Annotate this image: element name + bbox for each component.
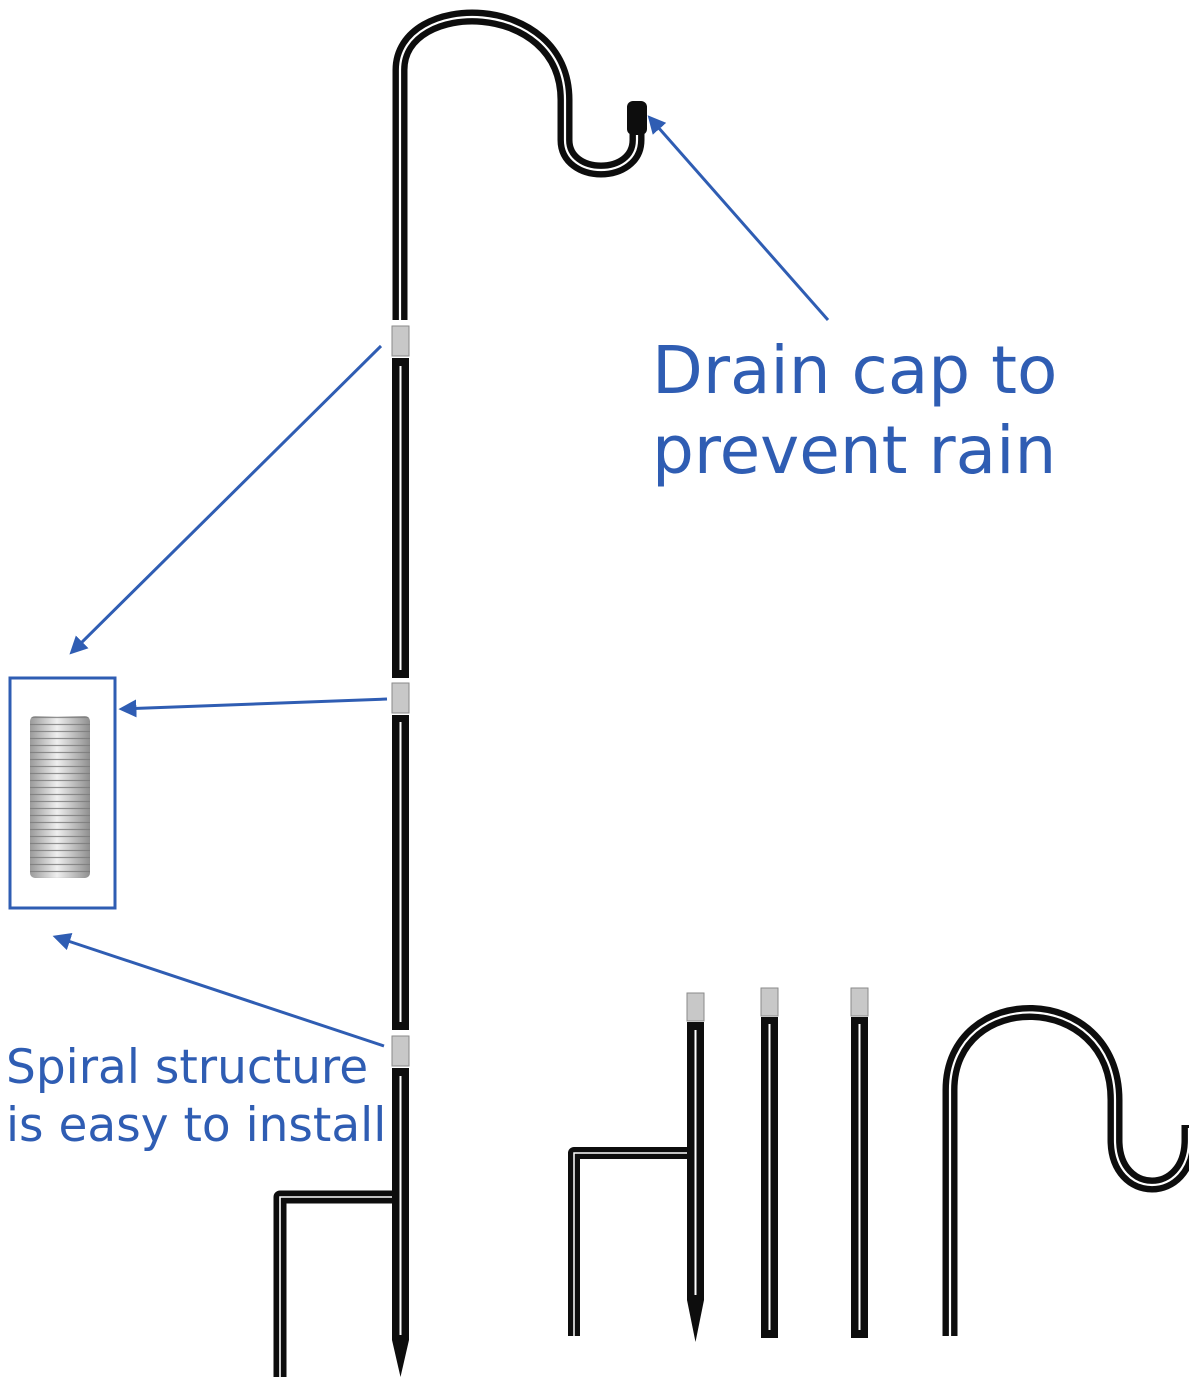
arrow-icon: [52, 933, 385, 1048]
thread-joint: [760, 987, 779, 1017]
thread-joint: [686, 992, 705, 1022]
arrow-icon: [69, 344, 383, 655]
drain-cap: [627, 101, 647, 135]
spike-part: [568, 992, 705, 1342]
spiral-detail: [8, 676, 117, 910]
spiral-caption-line2: is easy to install: [6, 1098, 387, 1153]
thread-joint: [391, 1035, 410, 1067]
drain-cap-caption-line1: Drain cap to: [652, 332, 1058, 409]
drain-cap-caption: Drain cap to prevent rain: [652, 338, 1057, 498]
shepherd-hook-icon: [942, 1005, 1189, 1336]
pole-segment-part: [850, 987, 869, 1338]
drain-cap-caption-line2: prevent rain: [652, 412, 1057, 489]
arrow-icon: [118, 697, 388, 718]
spiral-caption-line1: Spiral structure: [6, 1040, 369, 1095]
spiral-thread-icon: [30, 716, 90, 878]
assembled-pole: [273, 9, 647, 1377]
shepherd-hook-icon: [392, 9, 645, 320]
foot-bracket: [273, 1190, 392, 1377]
pole-segment-part: [760, 987, 779, 1338]
disassembled-parts: [568, 987, 1189, 1342]
thread-joint: [391, 325, 410, 357]
thread-joint: [391, 682, 410, 714]
spiral-caption: Spiral structure is easy to install: [6, 1044, 386, 1160]
thread-joint: [850, 987, 869, 1017]
arrow-icon: [647, 115, 830, 321]
